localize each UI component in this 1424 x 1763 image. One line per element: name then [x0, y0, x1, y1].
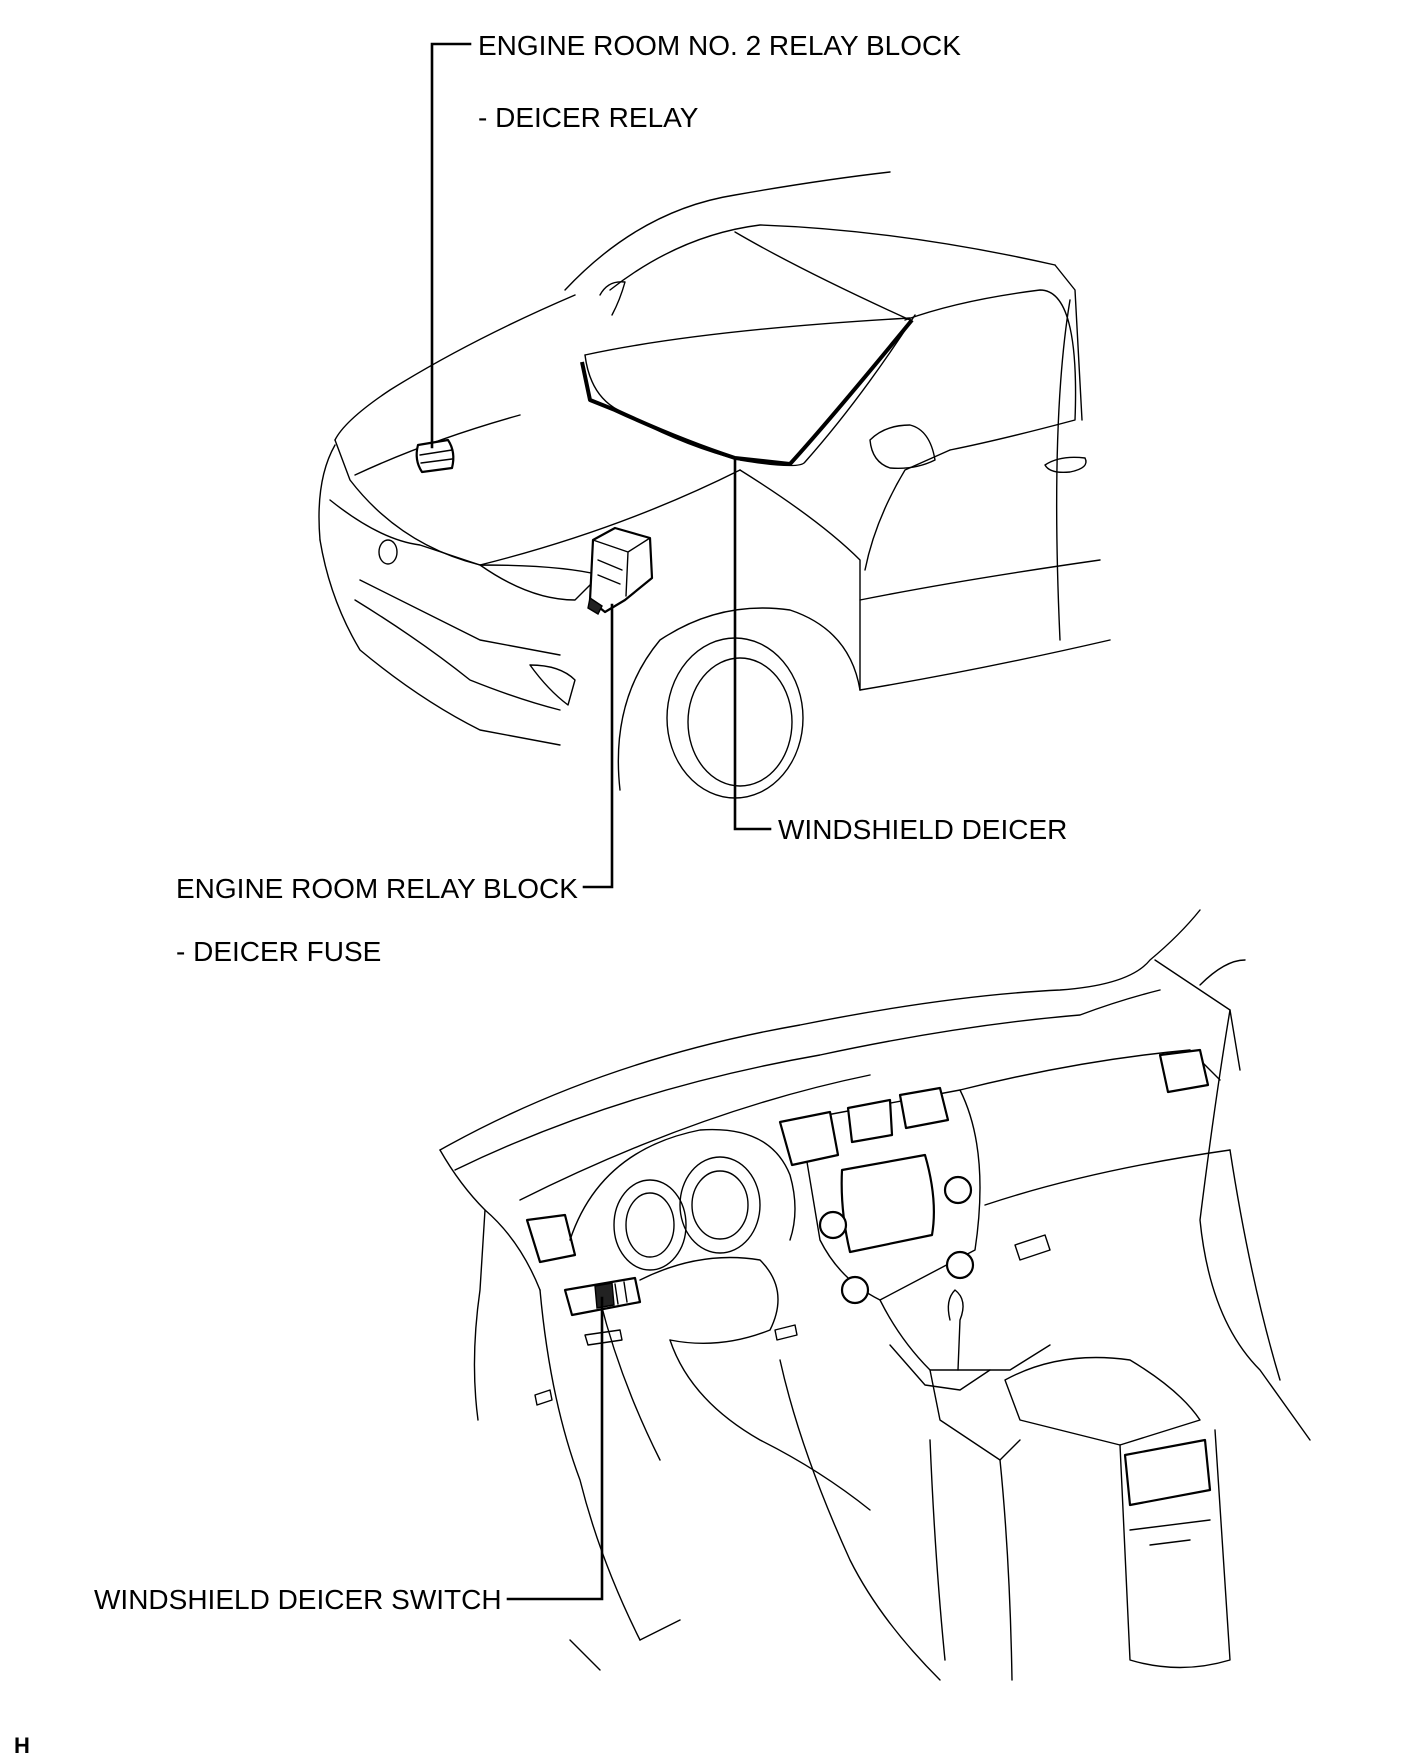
corner-mark: H: [14, 1733, 30, 1758]
label-engine-room-no2-relay-block: ENGINE ROOM NO. 2 RELAY BLOCK: [478, 30, 961, 61]
engine-room-no2-relay-block-icon: [415, 438, 455, 474]
vehicle-front-view: [318, 171, 1111, 799]
dashboard-interior-view: [439, 909, 1311, 1681]
leader-lines: [430, 42, 772, 1601]
label-windshield-deicer: WINDSHIELD DEICER: [778, 814, 1068, 845]
engine-room-relay-block-icon: [587, 526, 654, 615]
label-deicer-relay: - DEICER RELAY: [478, 102, 699, 133]
label-engine-room-relay-block: ENGINE ROOM RELAY BLOCK: [176, 873, 578, 904]
label-deicer-fuse: - DEICER FUSE: [176, 936, 382, 967]
label-windshield-deicer-switch: WINDSHIELD DEICER SWITCH: [94, 1584, 502, 1615]
